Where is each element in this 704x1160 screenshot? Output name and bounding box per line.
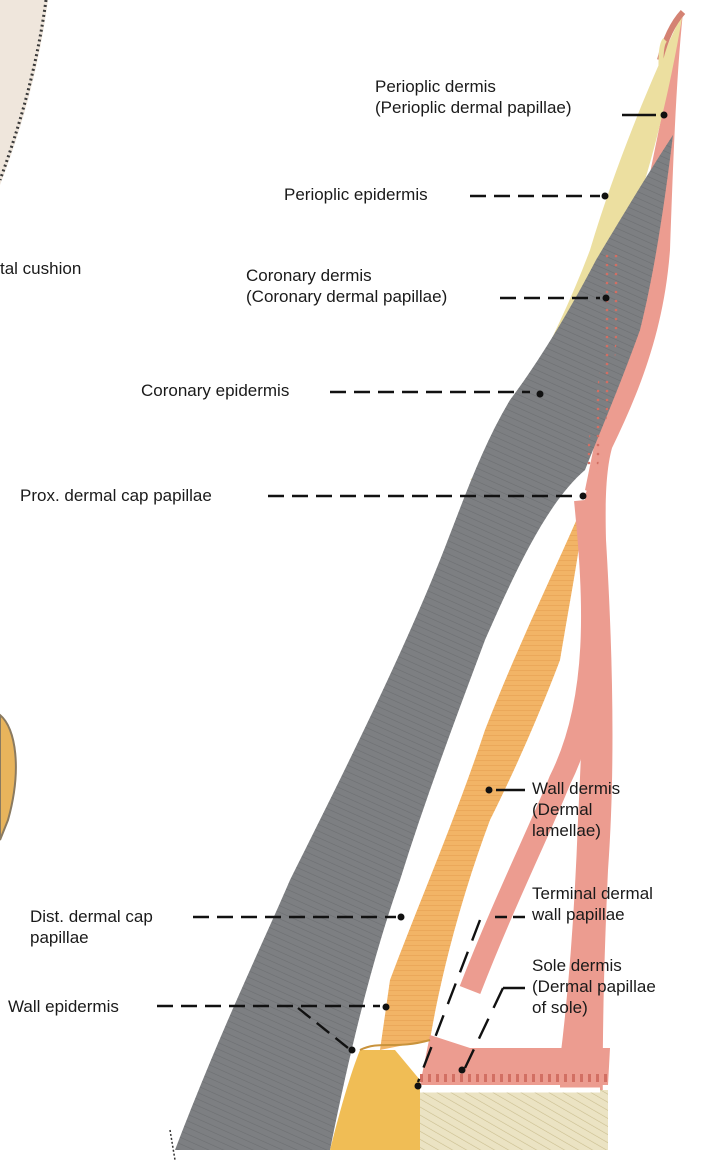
dot-prox-cap [580, 493, 587, 500]
label-sole-dermis: Sole dermis (Dermal papillae of sole) [532, 955, 656, 1018]
dot-terminal-dermal [415, 1083, 422, 1090]
label-prox-cap: Prox. dermal cap papillae [20, 485, 212, 506]
left-edge-tissue-mid [0, 715, 16, 840]
label-coronary-dermis: Coronary dermis (Coronary dermal papilla… [246, 265, 447, 307]
dot-periople-dermis [661, 112, 668, 119]
label-wall-epidermis: Wall epidermis [8, 996, 119, 1017]
label-digital-cushion: tal cushion [0, 258, 81, 279]
dot-sole-dermis [459, 1067, 466, 1074]
dot-wall-dermis [486, 787, 493, 794]
dot-wall-epidermis [383, 1004, 390, 1011]
label-terminal-dermal: Terminal dermal wall papillae [532, 883, 653, 925]
left-edge-tissue-top [0, 0, 48, 185]
dot-dist-cap [398, 914, 405, 921]
label-wall-dermis: Wall dermis (Dermal lamellae) [532, 778, 620, 841]
label-coronary-epidermis: Coronary epidermis [141, 380, 289, 401]
dot-coronary-dermis [603, 295, 610, 302]
label-periople-dermis: Perioplic dermis (Perioplic dermal papil… [375, 76, 572, 118]
label-periople-epidermis: Perioplic epidermis [284, 184, 428, 205]
dot-periople-epidermis [602, 193, 609, 200]
label-dist-cap: Dist. dermal cap papillae [30, 906, 153, 948]
dot-coronary-epidermis [537, 391, 544, 398]
dot-wall-epidermis-2 [349, 1047, 356, 1054]
